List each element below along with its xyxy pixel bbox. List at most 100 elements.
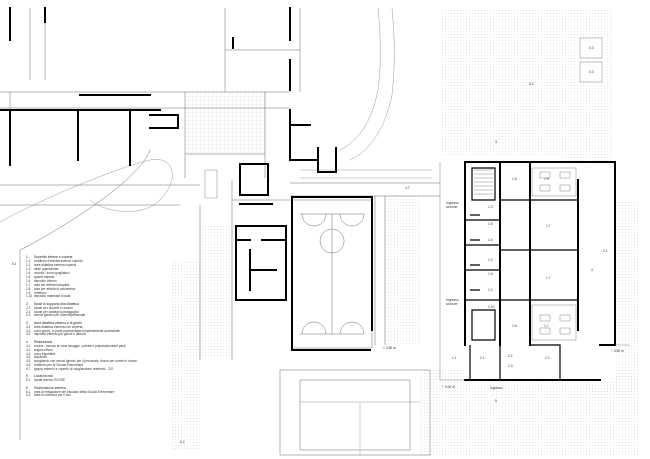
legend-item-code: 1.10: [26, 294, 33, 299]
area-label: 3.2: [529, 82, 534, 86]
entrance-label: Ingresso sezione: [446, 298, 459, 306]
legend-item-code: 2.3: [26, 313, 31, 318]
room-label: 1.7: [546, 224, 551, 228]
landscape-curves: [0, 7, 432, 223]
legend-item-code: 1.3: [26, 267, 31, 272]
legend-section-title: Locali tecnici: [34, 374, 53, 379]
legend-item-text: spazio esterno e coperto di congiunzione…: [34, 367, 114, 372]
plan-mark: 3: [495, 140, 497, 144]
room-label: 1.5: [488, 222, 493, 226]
legend-item-text: locale per sostegno pedagogico: [34, 309, 80, 314]
legend-item-text: dispensa: [34, 355, 47, 360]
area-label: 4.7: [405, 186, 410, 190]
legend-item-text: cucina - incluso la zona lavaggio, cottu…: [34, 343, 126, 348]
legend-item-text: refettorio: [34, 290, 47, 295]
plan-mark: 4: [591, 268, 593, 272]
legend-item-code: 2.2: [26, 309, 31, 314]
legend-item-code: 6.1: [26, 389, 31, 394]
legend-item-text: aula per attività di movimento: [34, 286, 76, 291]
level-marker: + 3.80 m: [611, 349, 624, 353]
room-label: 2.2: [545, 356, 550, 360]
legend-section-title: Superfici interne e coperte: [34, 255, 73, 260]
legend-item-code: 4.6: [26, 363, 31, 368]
room-label: 1.10: [488, 305, 495, 309]
legend-item-text: nicchia / zona spogliatoio: [34, 271, 70, 276]
legend-section-number: 5: [26, 374, 28, 379]
legend-item-text: spazio sanitari: [34, 274, 55, 279]
entrance-label: Ingresso sezione: [446, 201, 459, 209]
room-label: 1.1: [452, 356, 457, 360]
legend-item-text: locale per docenti e riunioni: [34, 305, 73, 310]
legend-section-number: 1: [26, 255, 28, 260]
area-label: 6.2: [180, 440, 185, 444]
legend-item-text: atrio/ guardaroba: [34, 267, 59, 272]
level-marker: + 4.00 m: [442, 385, 455, 389]
legend-item-code: 4.1: [26, 343, 31, 348]
legend-section-number: 3: [26, 320, 28, 325]
area-label: 3.3: [589, 70, 594, 74]
legend-section-number: 6: [26, 385, 28, 390]
legend-section-title: Spazi di supporto alla didattica: [34, 301, 79, 306]
legend-item-code: 1.2: [26, 263, 31, 268]
legend-item-code: 2.1: [26, 305, 31, 310]
legend-section-title: Ristorazione: [34, 339, 53, 344]
legend-item-code: 4.4: [26, 355, 31, 360]
legend-item-text: spogliatoio con servizi igienici per il …: [34, 359, 137, 364]
legend-section-number: 2: [26, 301, 28, 306]
legend-item-text: deposito materiale di aula: [34, 294, 71, 299]
legend-item-text: area di mitigazione del tracciato della …: [34, 389, 115, 394]
walls-left: [0, 7, 373, 351]
area-label: 6.1: [12, 262, 17, 266]
legend-item-code: 4.2: [26, 347, 31, 352]
room-label: 1.4: [488, 288, 493, 292]
room-label: 1.4: [488, 258, 493, 262]
legend-item-code: 1.1: [26, 259, 31, 264]
legend-section: 1 Superfici interne e coperte: [26, 255, 176, 260]
ground-hatch-areas: [170, 8, 640, 455]
room-label: 2.2: [508, 354, 513, 358]
external-storage: [204, 37, 603, 199]
legend-item-text: deposito esterno per giochi e attrezzi: [34, 332, 87, 337]
legend-item-text: area di manovra per il bus: [34, 393, 71, 398]
legend-section: 2 Spazi di supporto alla didattica: [26, 301, 176, 307]
legend-item-text: zona frigorifera: [34, 351, 56, 356]
plan-mark: 5: [495, 399, 497, 403]
room-label: 1.7: [546, 276, 551, 280]
room-label: 1.8: [512, 324, 517, 328]
room-label: 2.3: [508, 364, 513, 368]
legend-section-number: 4: [26, 339, 28, 344]
legend-item-code: 3.3: [26, 332, 31, 337]
room-label: 1.3: [488, 205, 493, 209]
legend-item-text: aula per attività tranquille: [34, 282, 70, 287]
legend-item-code: 4.3: [26, 351, 31, 356]
legend-item-text: refettorio per la Scuola Elementare: [34, 363, 84, 368]
room-label: 1.6: [488, 272, 493, 276]
room-label: 1.4: [488, 238, 493, 242]
room-label: 1.9: [544, 177, 549, 181]
sports-field: [300, 401, 420, 455]
kindergarten-plan: [439, 161, 630, 381]
room-label: 2.1: [480, 356, 485, 360]
